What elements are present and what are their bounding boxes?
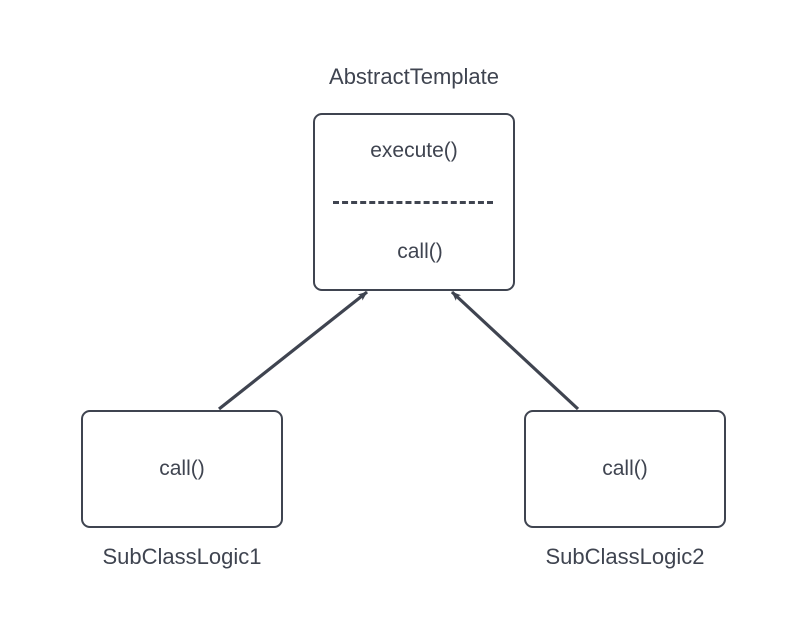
class-box-subclass-logic-2[interactable] [524, 410, 726, 528]
class-box-subclass-logic-1[interactable] [81, 410, 283, 528]
class-title-subclass-logic-1: SubClassLogic1 [102, 544, 262, 569]
class-title-abstract-template: AbstractTemplate [329, 64, 499, 89]
member-execute: execute() [370, 139, 458, 162]
member-call-abstract-template: call() [397, 240, 443, 263]
member-call-subclass-logic-1: call() [159, 457, 205, 480]
member-call-subclass-logic-2: call() [602, 457, 648, 480]
inheritance-arrow-subclass-1 [218, 290, 368, 411]
member-separator-dashed [333, 201, 493, 204]
class-title-subclass-logic-2: SubClassLogic2 [545, 544, 705, 569]
inheritance-arrow-subclass-2 [450, 290, 580, 411]
